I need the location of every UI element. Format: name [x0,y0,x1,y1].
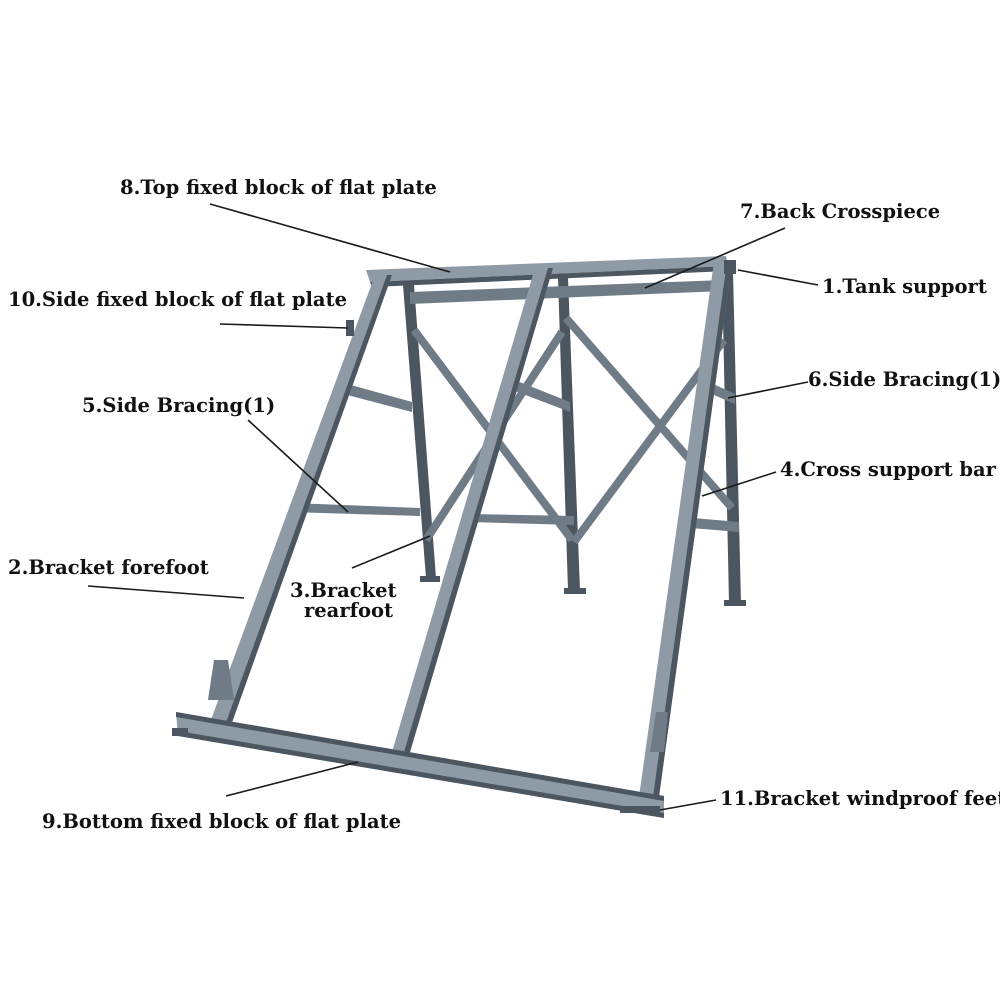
leader-bottom-fixed-block [225,761,359,797]
callout-labels: 8.Top fixed block of flat plate 7.Back C… [8,176,1000,833]
label-bracket-rearfoot-line1: 3.Bracket [290,579,397,602]
front-rail-left [208,275,392,728]
leader-side-bracing-left [247,419,349,513]
label-top-fixed-block: 8.Top fixed block of flat plate [120,176,437,199]
leader-bracket-rearfoot [351,535,431,569]
label-bracket-rearfoot-line2: rearfoot [304,599,393,622]
label-tank-support: 1.Tank support [822,275,987,298]
bottom-rail [176,712,664,818]
tank-support-bracket [724,260,736,274]
forefoot-plate-left [208,660,234,700]
label-back-crosspiece: 7.Back Crosspiece [740,200,940,223]
bracket-frame [172,256,746,818]
label-cross-support-bar: 4.Cross support bar [780,458,997,481]
leader-lines [87,203,819,811]
side-fixed-block [346,320,354,336]
label-side-bracing-left: 5.Side Bracing(1) [82,394,275,417]
leader-tank-support [737,269,819,286]
rear-leg-right [722,272,741,603]
front-rail-right-edge [652,262,732,804]
leader-back-crosspiece [644,227,786,289]
leader-bracket-forefoot [87,585,245,599]
forefoot-plate-right [650,712,668,752]
cross-support-right [691,518,739,532]
label-side-bracing-right: 6.Side Bracing(1) [808,368,1000,391]
rear-foot-right [724,600,746,606]
cross-support-center [468,514,574,525]
label-side-fixed-block: 10.Side fixed block of flat plate [8,288,347,311]
side-bracing-left-lower [290,503,420,516]
rear-leg-left [403,285,436,578]
bottom-rail-lower-flange [178,731,664,818]
x-brace-right-a [562,315,736,511]
label-bracket-forefoot: 2.Bracket forefoot [8,556,209,579]
side-bracing-left-upper [336,382,412,412]
leader-side-fixed-block [219,323,349,329]
windproof-foot-right [620,806,660,813]
label-bottom-fixed-block: 9.Bottom fixed block of flat plate [42,810,401,833]
rear-foot-left [420,576,440,582]
leader-cross-support-bar [701,471,777,497]
rear-foot-center [564,588,586,594]
back-crosspiece-bar [410,280,724,304]
windproof-foot-left [172,728,188,736]
side-bracing-center-upper [515,381,570,412]
leader-top-fixed-block [209,203,451,273]
label-windproof-feet: 11.Bracket windproof feet [720,787,1000,810]
bottom-rail-top-flange [176,712,664,801]
front-rail-left-edge [224,275,392,728]
front-rail-center-edge [404,268,553,752]
leader-windproof-feet [659,799,717,811]
leader-side-bracing-right [727,381,809,399]
rear-leg-center [558,278,580,590]
